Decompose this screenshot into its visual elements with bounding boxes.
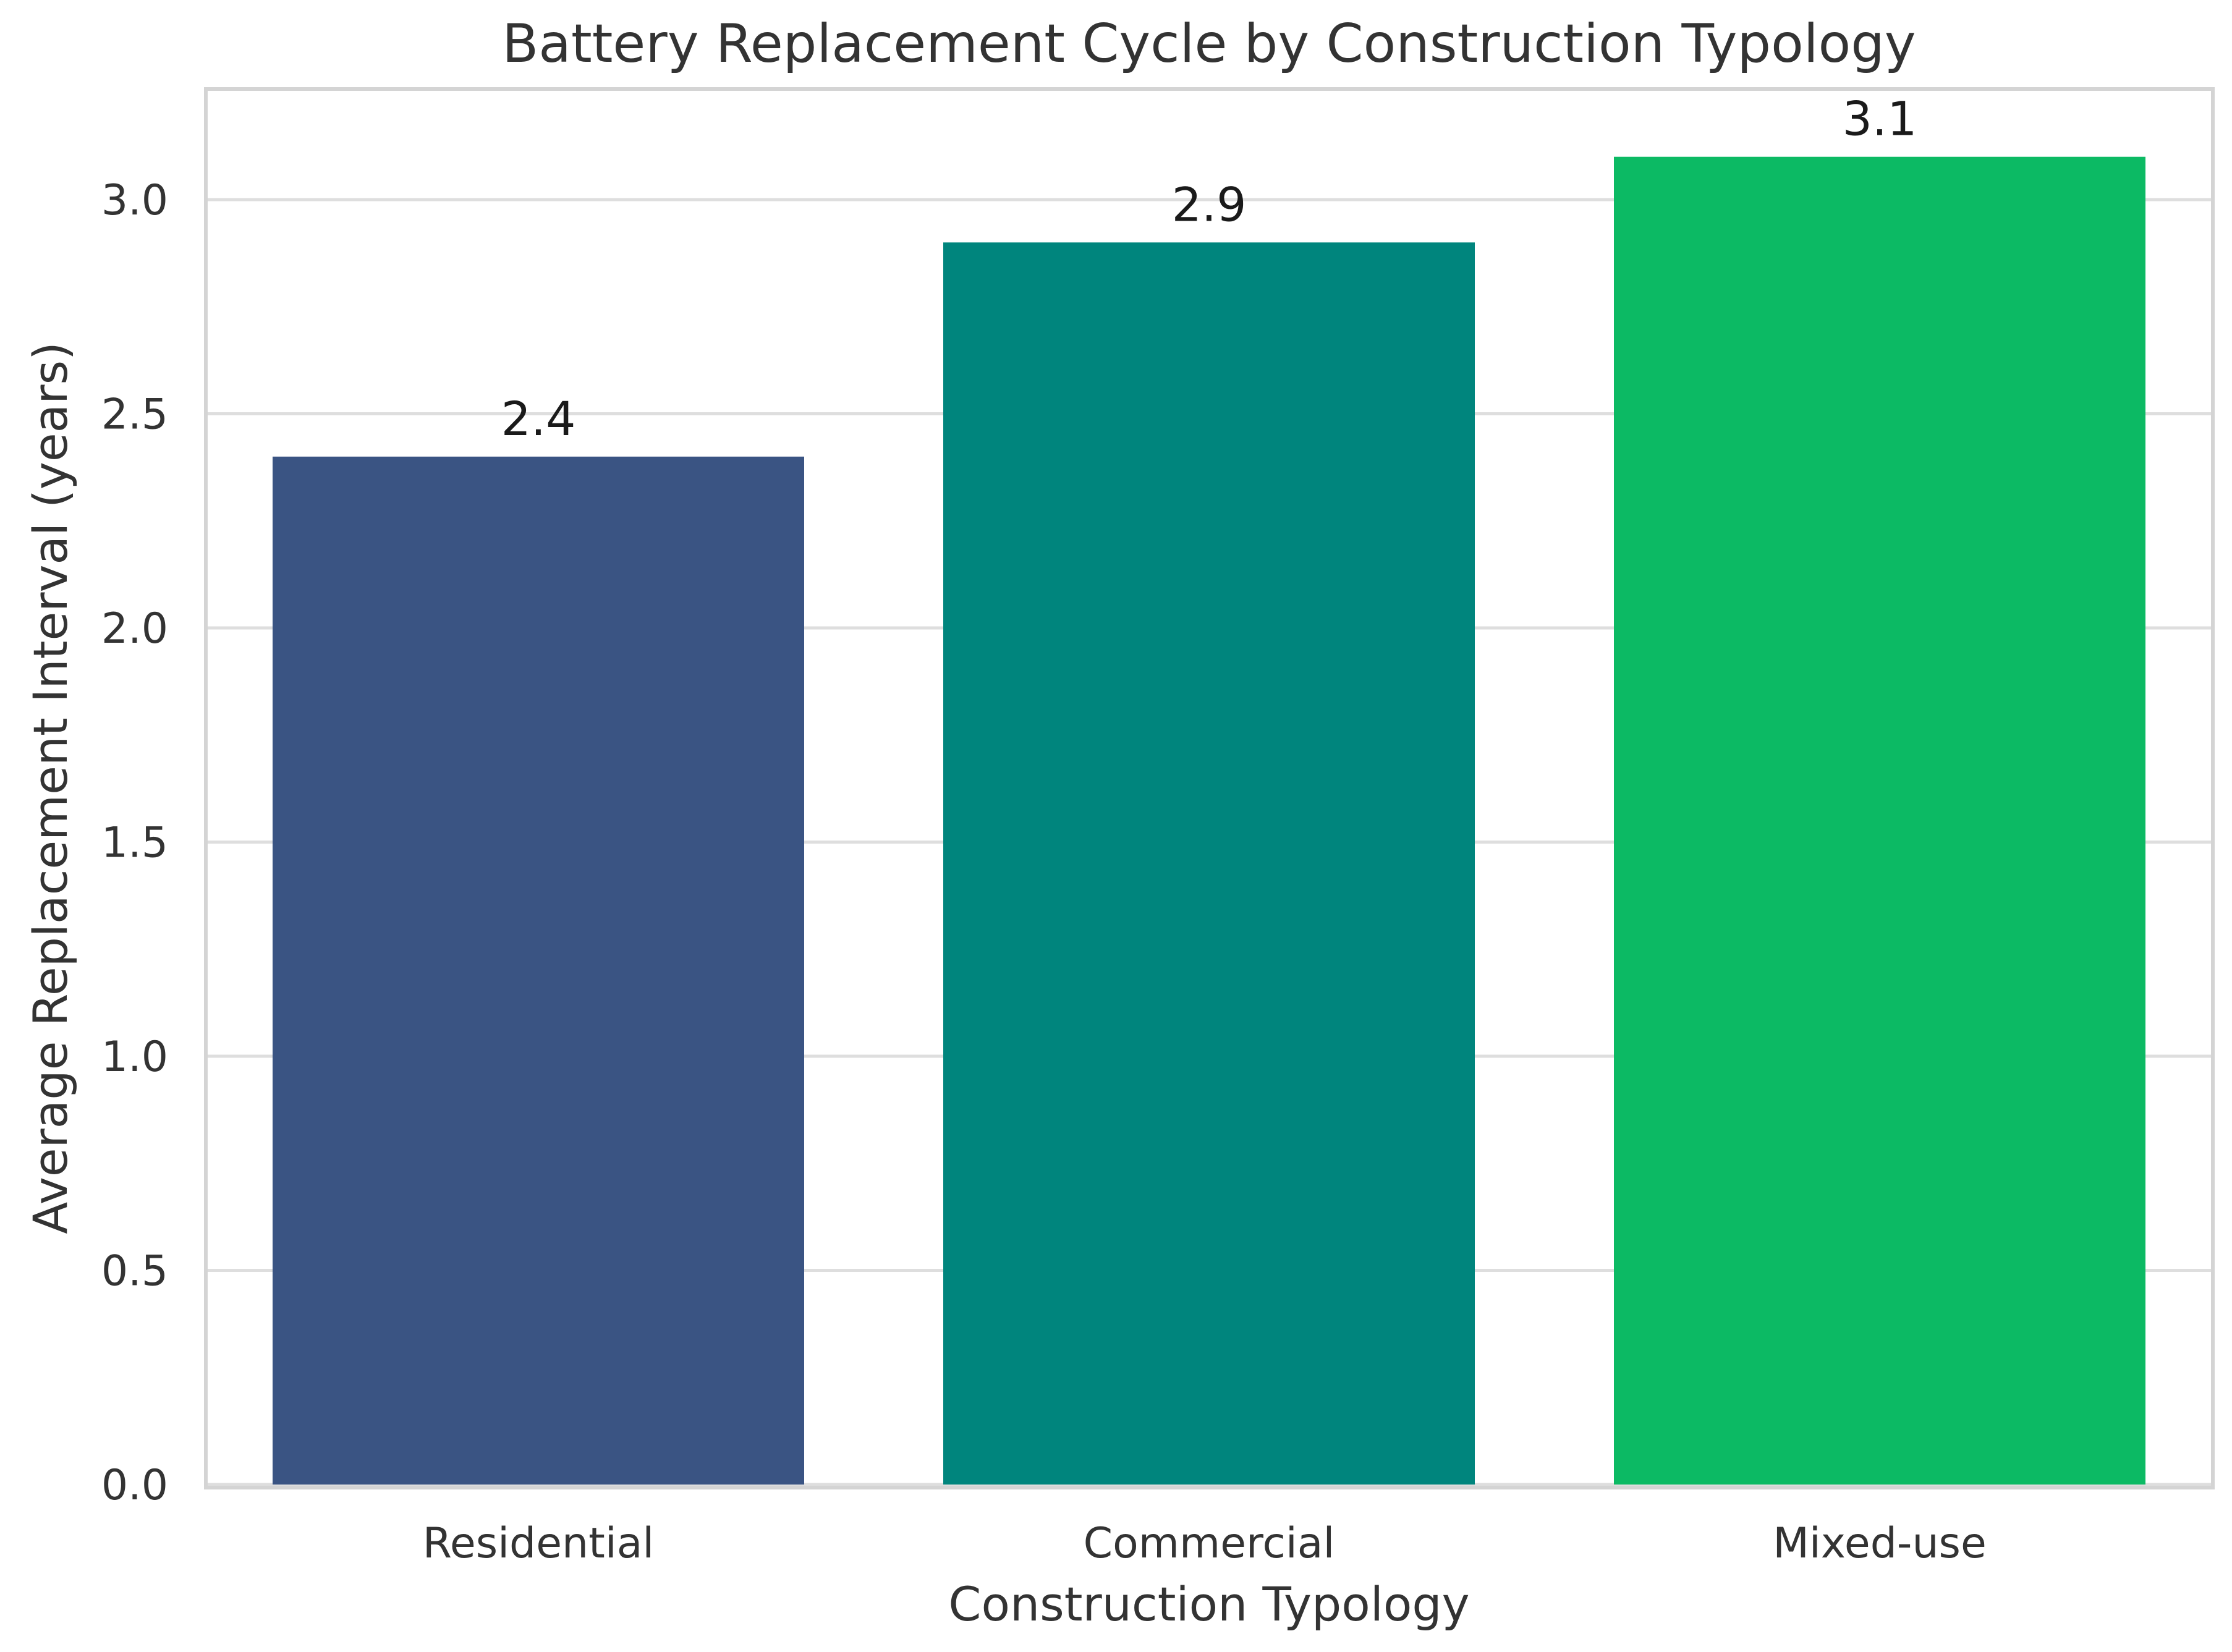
chart-title: Battery Replacement Cycle by Constructio… — [502, 13, 1916, 75]
data-label: 2.4 — [501, 391, 576, 446]
y-tick-label: 3.0 — [101, 176, 168, 225]
x-tick-label: Mixed-use — [1773, 1519, 1987, 1568]
x-tick-label: Residential — [423, 1519, 655, 1568]
bars — [273, 156, 2145, 1485]
y-tick-label: 1.5 — [101, 819, 168, 868]
bar-mixed-use — [1614, 156, 2145, 1485]
y-tick-label: 2.0 — [101, 604, 168, 653]
y-axis-label: Average Replacement Interval (years) — [23, 342, 78, 1234]
x-tick-label: Commercial — [1084, 1519, 1335, 1568]
plot-frame — [204, 87, 2215, 1489]
data-labels: 2.4 2.9 3.1 — [501, 91, 1917, 446]
y-tick-labels: 0.0 0.5 1.0 1.5 2.0 2.5 3.0 — [101, 176, 168, 1510]
y-tick-label: 0.0 — [101, 1461, 168, 1510]
y-tick-label: 1.0 — [101, 1033, 168, 1082]
data-label: 2.9 — [1172, 177, 1247, 232]
bar-commercial — [943, 242, 1475, 1485]
y-tick-label: 0.5 — [101, 1247, 168, 1296]
x-axis-label: Construction Typology — [948, 1577, 1469, 1632]
x-tick-labels: Residential Commercial Mixed-use — [423, 1519, 1987, 1568]
y-tick-label: 2.5 — [101, 391, 168, 439]
data-label: 3.1 — [1843, 91, 1917, 146]
bar-residential — [273, 456, 804, 1485]
